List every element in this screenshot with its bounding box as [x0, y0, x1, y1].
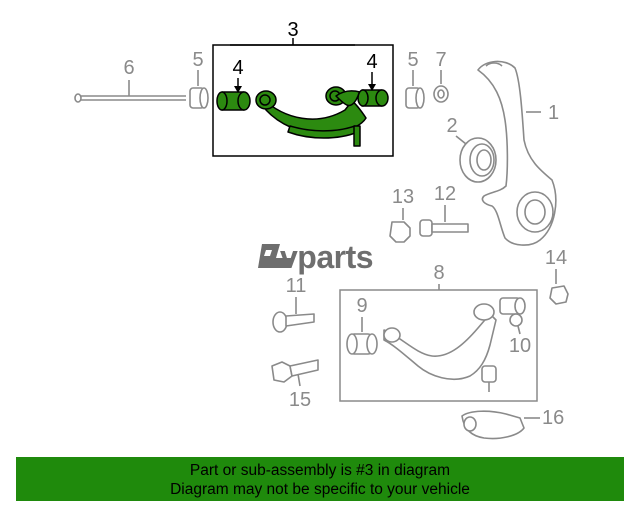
callout-1: 1 [548, 102, 559, 124]
callout-7: 7 [435, 49, 446, 71]
callout-10: 10 [509, 335, 531, 357]
bushing-4-right[interactable] [357, 89, 389, 107]
callout-3: 3 [287, 19, 298, 41]
part-5-washer-left[interactable]: 5 [189, 49, 209, 109]
callout-9: 9 [356, 295, 367, 317]
part-14-bushing[interactable]: 14 [545, 247, 569, 305]
lower-control-arm[interactable] [383, 303, 497, 392]
bushing-4-left[interactable] [216, 91, 251, 111]
callout-4-left-arrow [234, 86, 242, 93]
assembly-3-group[interactable]: 3 4 4 [212, 19, 394, 157]
callout-11: 11 [286, 275, 307, 297]
callout-8: 8 [433, 262, 444, 284]
part-13-bushing[interactable]: 13 [389, 186, 414, 243]
banner-line-1: Part or sub-assembly is #3 in diagram [189, 462, 451, 479]
callout-6: 6 [123, 57, 134, 79]
callout-5-left: 5 [192, 49, 203, 71]
info-banner: Part or sub-assembly is #3 in diagram Di… [16, 457, 624, 501]
part-9-bushing[interactable]: 9 [346, 295, 378, 355]
callout-12: 12 [434, 183, 456, 205]
part-7-nut[interactable]: 7 [433, 49, 449, 103]
part-12-bolt[interactable]: 12 [419, 183, 469, 237]
part-16-bracket[interactable]: 16 [461, 407, 564, 440]
callout-13: 13 [392, 186, 414, 208]
part-11-bolt[interactable]: 11 [272, 275, 315, 333]
part-10-bushing[interactable]: 10 [499, 297, 531, 357]
callout-15: 15 [289, 389, 311, 411]
part-15-bolt[interactable]: 15 [271, 359, 319, 411]
part-5-washer-right[interactable]: 5 [405, 49, 425, 109]
part-1-knuckle[interactable]: 1 [477, 60, 559, 246]
upper-control-arm[interactable] [255, 86, 367, 147]
logo-text: vparts [280, 239, 373, 275]
banner-line-2: Diagram may not be specific to your vehi… [170, 481, 470, 498]
callout-5-right: 5 [407, 49, 418, 71]
callout-16: 16 [542, 407, 564, 429]
ev-parts-logo: vparts [258, 239, 374, 275]
part-6-bolt[interactable]: 6 [74, 57, 186, 103]
part-2-bearing[interactable]: 2 [446, 115, 497, 183]
callout-4-right: 4 [366, 51, 377, 73]
callout-2: 2 [446, 115, 457, 137]
callout-14: 14 [545, 247, 567, 269]
callout-4-left: 4 [232, 57, 243, 79]
callout-4-right-arrow [368, 84, 376, 91]
assembly-8-group[interactable]: 8 9 10 [339, 262, 538, 402]
